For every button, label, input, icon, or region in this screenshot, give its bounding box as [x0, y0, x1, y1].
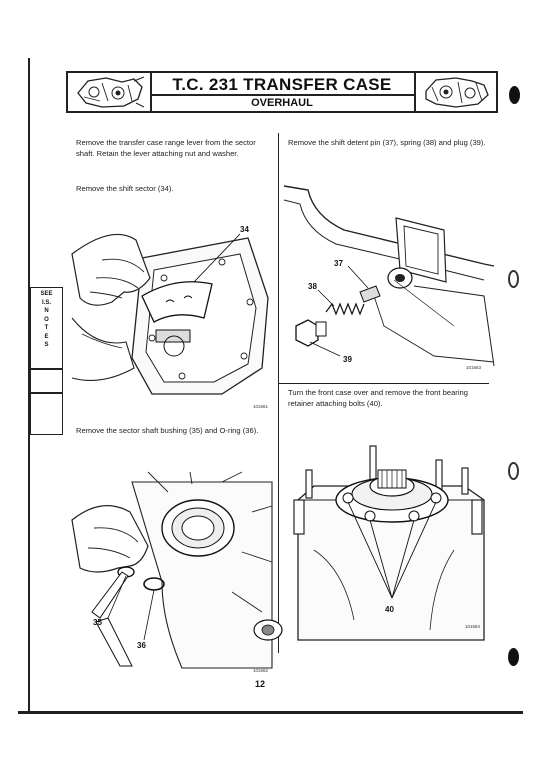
header-left-divider: [150, 71, 152, 113]
binder-hole-1: [509, 86, 520, 104]
page-number: 12: [255, 679, 266, 689]
fig1-callout-34: 34: [240, 225, 249, 234]
figure-shift-sector: [71, 233, 269, 395]
header-divider: [150, 94, 414, 96]
left-para-1: Remove the transfer case range lever fro…: [76, 138, 256, 158]
binder-hole-4: [508, 648, 519, 666]
transfer-case-icon-left: [77, 76, 145, 108]
fig4-callout-40: 40: [385, 605, 394, 614]
right-para-1: Remove the shift detent pin (37), spring…: [288, 138, 486, 147]
fig3-callout-35: 35: [93, 618, 102, 627]
side-tab-divider-1: [30, 368, 63, 370]
see-is-notes-label: SEE I.S. N O T E S: [40, 291, 53, 348]
left-para-2: Remove the shift sector (34).: [76, 184, 174, 193]
right-para-2: Turn the front case over and remove the …: [288, 388, 468, 408]
figure-sector-shaft-bushing: [71, 471, 283, 669]
fig3-callout-36: 36: [137, 641, 146, 650]
column-divider: [278, 133, 279, 653]
see-is-notes-tab: [30, 287, 63, 435]
left-para-3: Remove the sector shaft bushing (35) and…: [76, 426, 259, 435]
header-right-divider: [414, 71, 416, 113]
left-margin-rule: [28, 58, 30, 713]
fig2-id: 101663: [466, 365, 482, 370]
fig2-callout-37: 37: [334, 259, 343, 268]
binder-hole-3: [508, 462, 519, 480]
page-title: T.C. 231 TRANSFER CASE: [172, 75, 392, 94]
fig2-callout-38: 38: [308, 282, 317, 291]
right-col-separator: [279, 383, 489, 384]
side-tab-divider-2: [30, 392, 63, 394]
fig1-id: 101661: [253, 404, 269, 409]
fig4-id: 101664: [465, 624, 481, 629]
page-subtitle: OVERHAUL: [251, 97, 313, 109]
transfer-case-icon-right: [425, 77, 489, 108]
figure-bearing-retainer: [293, 445, 485, 641]
fig2-callout-39: 39: [343, 355, 352, 364]
header-box: [66, 71, 498, 113]
fig3-id: 101662: [253, 668, 269, 673]
binder-hole-2: [508, 270, 519, 288]
bottom-rule: [18, 711, 523, 714]
figure-detent-pin: [283, 185, 495, 367]
